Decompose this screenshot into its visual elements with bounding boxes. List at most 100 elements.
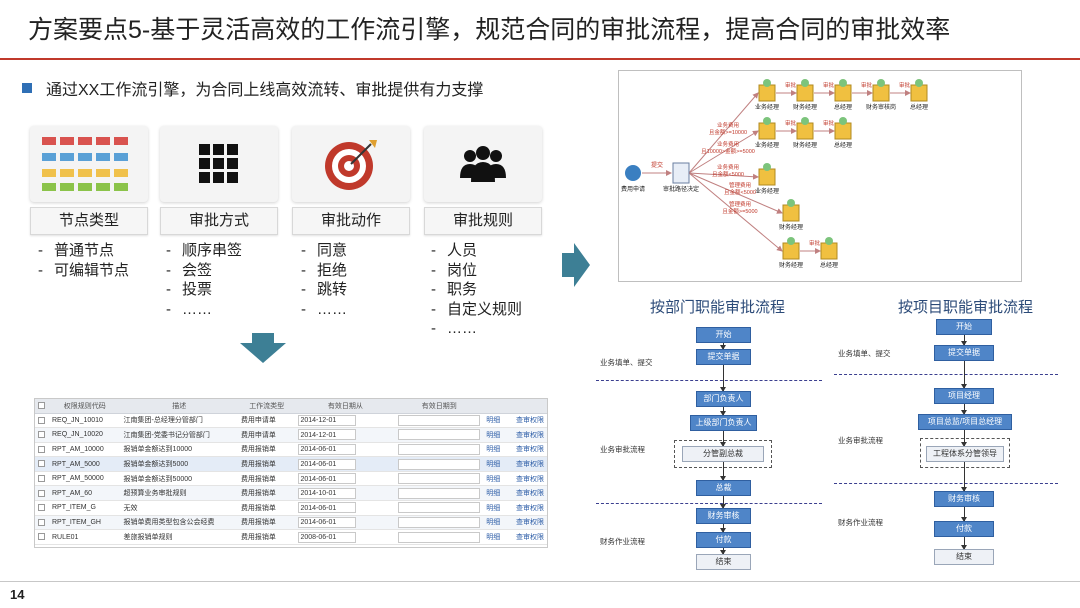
people-group-icon bbox=[458, 144, 508, 184]
valid-to-input[interactable] bbox=[398, 429, 480, 440]
routing-approver-label: 总经理 bbox=[910, 103, 928, 111]
detail-link[interactable]: 明细 bbox=[483, 515, 513, 530]
row-select-cell[interactable] bbox=[35, 486, 49, 501]
valid-to-input[interactable] bbox=[398, 444, 480, 455]
column-header[interactable]: 有效日期到 bbox=[395, 399, 483, 413]
card-label-approval-rule: 审批规则 bbox=[424, 207, 542, 235]
down-arrow-icon bbox=[240, 333, 286, 363]
row-checkbox[interactable] bbox=[38, 504, 45, 511]
routing-diagram-canvas: 费用申请审批路径决定提交业务费用且金额>=10000业务经理审批财务经理审批总经… bbox=[619, 71, 1021, 281]
valid-to-input[interactable] bbox=[398, 459, 480, 470]
detail-link[interactable]: 明细 bbox=[483, 457, 513, 472]
row-checkbox[interactable] bbox=[38, 417, 45, 424]
approval-permission-link[interactable]: 查审权限 bbox=[513, 457, 547, 472]
workflow-type-cell: 费用报销单 bbox=[238, 501, 296, 516]
detail-link[interactable]: 明细 bbox=[483, 413, 513, 428]
person-head-icon bbox=[839, 79, 847, 87]
flow-connector bbox=[723, 407, 724, 415]
valid-from-value: 2014-12-01 bbox=[300, 432, 336, 439]
flow-node-submit: 提交单据 bbox=[934, 345, 994, 361]
person-head-icon bbox=[787, 237, 795, 245]
rule-code-cell: RULE01 bbox=[49, 530, 121, 545]
detail-link[interactable]: 明细 bbox=[483, 442, 513, 457]
approval-permission-link[interactable]: 查审权限 bbox=[513, 428, 547, 443]
person-head-icon bbox=[763, 163, 771, 171]
row-select-cell[interactable] bbox=[35, 515, 49, 530]
workflow-type-cell: 费用申请单 bbox=[238, 413, 296, 428]
valid-to-input[interactable] bbox=[398, 415, 480, 426]
project-flow-title: 按项目职能审批流程 bbox=[898, 296, 1033, 317]
row-checkbox[interactable] bbox=[38, 490, 45, 497]
globe-icon bbox=[625, 165, 641, 181]
list-item: 跳转 bbox=[301, 280, 347, 300]
routing-condition-label: 且10000>金额>=5000 bbox=[701, 147, 755, 155]
row-checkbox[interactable] bbox=[38, 460, 45, 467]
row-checkbox[interactable] bbox=[38, 475, 45, 482]
routing-approver-label: 财务审核岗 bbox=[866, 103, 896, 111]
valid-to-cell bbox=[395, 501, 483, 516]
valid-to-input[interactable] bbox=[398, 473, 480, 484]
row-select-cell[interactable] bbox=[35, 501, 49, 516]
list-item: 职务 bbox=[431, 280, 522, 300]
row-select-cell[interactable] bbox=[35, 442, 49, 457]
valid-to-cell bbox=[395, 515, 483, 530]
approval-permission-link[interactable]: 查审权限 bbox=[513, 471, 547, 486]
valid-to-input[interactable] bbox=[398, 488, 480, 499]
row-select-cell[interactable] bbox=[35, 471, 49, 486]
detail-link[interactable]: 明细 bbox=[483, 501, 513, 516]
row-select-cell[interactable] bbox=[35, 413, 49, 428]
row-select-cell[interactable] bbox=[35, 457, 49, 472]
approver-icon bbox=[783, 243, 799, 259]
approval-permission-link[interactable]: 查审权限 bbox=[513, 530, 547, 545]
card-label-approval-action: 审批动作 bbox=[292, 207, 410, 235]
approval-permission-link[interactable]: 查审权限 bbox=[513, 486, 547, 501]
detail-link[interactable]: 明细 bbox=[483, 530, 513, 545]
routing-approver-label: 总经理 bbox=[834, 141, 852, 149]
rule-code-cell: RPT_AM_5000 bbox=[49, 457, 121, 472]
approval-permission-link[interactable]: 查审权限 bbox=[513, 501, 547, 516]
row-checkbox[interactable] bbox=[38, 431, 45, 438]
detail-link[interactable]: 明细 bbox=[483, 428, 513, 443]
lane-label: 业务填单、提交 bbox=[600, 357, 653, 368]
row-checkbox[interactable] bbox=[38, 519, 45, 526]
routing-condition-label: 管理费用 bbox=[729, 181, 751, 189]
valid-from-cell: 2014-12-01 bbox=[295, 428, 395, 443]
column-header[interactable]: 有效日期从 bbox=[295, 399, 395, 413]
detail-link[interactable]: 明细 bbox=[483, 486, 513, 501]
row-checkbox[interactable] bbox=[38, 533, 45, 540]
detail-link[interactable]: 明细 bbox=[483, 471, 513, 486]
workflow-type-cell: 费用申请单 bbox=[238, 428, 296, 443]
approval-permission-link[interactable]: 查审权限 bbox=[513, 413, 547, 428]
routing-approver-label: 总经理 bbox=[820, 261, 838, 269]
routing-approve-label: 审批 bbox=[899, 81, 911, 89]
card-label-approval-method: 审批方式 bbox=[160, 207, 278, 235]
column-header[interactable]: 权限规则代码 bbox=[49, 399, 121, 413]
row-checkbox[interactable] bbox=[38, 446, 45, 453]
valid-to-input[interactable] bbox=[398, 517, 480, 528]
column-header[interactable]: 描述 bbox=[121, 399, 238, 413]
column-header[interactable]: 工作流类型 bbox=[238, 399, 296, 413]
person-head-icon bbox=[839, 117, 847, 125]
approval-permission-link[interactable]: 查审权限 bbox=[513, 515, 547, 530]
rule-code-cell: RPT_ITEM_G bbox=[49, 501, 121, 516]
valid-to-input[interactable] bbox=[398, 532, 480, 543]
routing-condition-label: 业务费用 bbox=[717, 121, 739, 129]
node-type-list: 普通节点 可编辑节点 bbox=[38, 241, 129, 280]
grid-icon bbox=[199, 144, 239, 184]
description-cell: 差旅报销单规则 bbox=[121, 530, 238, 545]
select-all-checkbox[interactable] bbox=[38, 402, 45, 409]
row-select-cell[interactable] bbox=[35, 530, 49, 545]
valid-to-input[interactable] bbox=[398, 502, 480, 513]
approver-icon bbox=[797, 85, 813, 101]
row-select-cell[interactable] bbox=[35, 428, 49, 443]
approval-permission-link[interactable]: 查审权限 bbox=[513, 442, 547, 457]
